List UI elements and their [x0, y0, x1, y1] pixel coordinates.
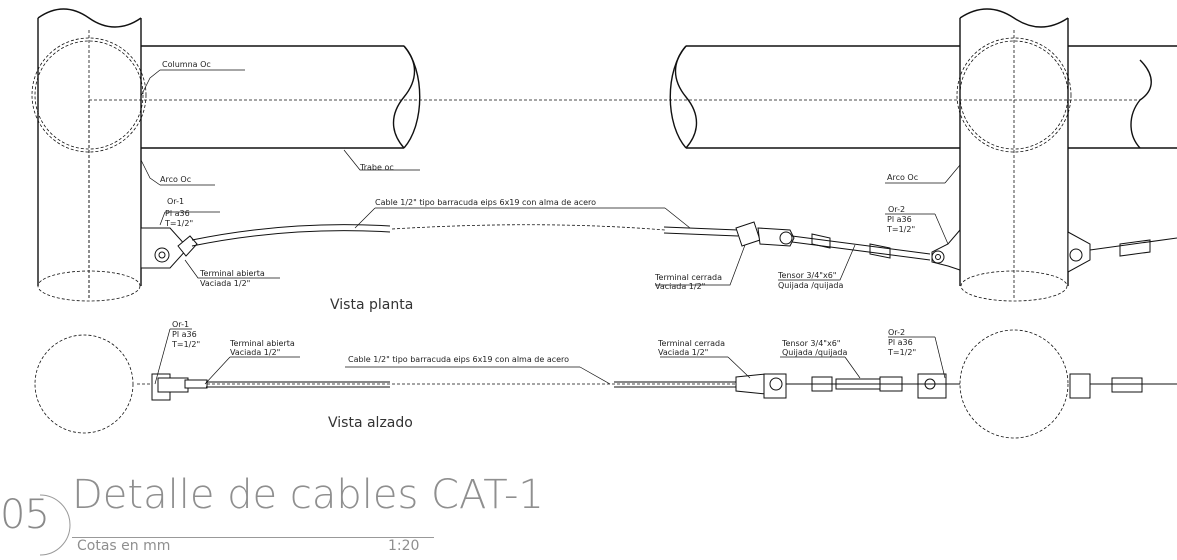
- label-pl-or2-plan: Pl a36: [887, 215, 912, 224]
- label-arco-right: Arco Oc: [887, 173, 918, 182]
- label-or1-elev: Or-1: [172, 320, 189, 329]
- label-pl-or2-elev: Pl a36: [888, 338, 913, 347]
- label-term-cerrada-elev: Terminal cerrada: [657, 339, 725, 348]
- label-arco-left: Arco Oc: [160, 175, 191, 184]
- label-pl-or1-elev: Pl a36: [172, 330, 197, 339]
- label-or2-elev: Or-2: [888, 328, 905, 337]
- label-columna: Columna Oc: [162, 60, 211, 69]
- label-pl-or1-plan: Pl a36: [165, 209, 190, 218]
- cable-detail-drawing: Columna Oc Trabe oc Arco Oc Arco Oc Cabl…: [31, 8, 1177, 439]
- detail-number: 05: [0, 492, 50, 538]
- label-or1-plan: Or-1: [167, 197, 184, 206]
- units-note: Cotas en mm: [77, 538, 171, 554]
- label-t-or2-elev: T=1/2": [887, 348, 916, 357]
- view-title-elevation: Vista alzado: [328, 415, 413, 431]
- label-term-cerrada-plan: Terminal cerrada: [654, 273, 722, 282]
- elevation: [34, 328, 1177, 439]
- label-t-or2-plan: T=1/2": [886, 225, 915, 234]
- plan-cable: [140, 221, 1177, 273]
- label-quijada-elev: Quijada /quijada: [782, 348, 848, 357]
- right-beam: [669, 45, 1177, 149]
- title-block: 05 Detalle de cables CAT-1 Cotas en mm 1…: [0, 462, 620, 556]
- label-cable-elev: Cable 1/2" tipo barracuda eips 6x19 con …: [348, 355, 569, 364]
- detail-title: Detalle de cables CAT-1: [72, 472, 544, 518]
- left-beam: [88, 45, 1140, 300]
- label-t-or1-elev: T=1/2": [171, 340, 200, 349]
- label-t-or1-plan: T=1/2": [164, 219, 193, 228]
- number-circle: [39, 494, 71, 556]
- label-or2-plan: Or-2: [888, 205, 905, 214]
- label-cable-plan: Cable 1/2" tipo barracuda eips 6x19 con …: [375, 198, 596, 207]
- label-vaciada-abierta-elev: Vaciada 1/2": [230, 348, 280, 357]
- view-title-plan: Vista planta: [330, 297, 413, 313]
- label-tensor-plan: Tensor 3/4"x6": [777, 271, 836, 280]
- label-vaciada-abierta-plan: Vaciada 1/2": [200, 279, 250, 288]
- label-tensor-elev: Tensor 3/4"x6": [781, 339, 840, 348]
- label-trabe: Trabe oc: [359, 163, 394, 172]
- title-underline: [72, 537, 434, 538]
- label-quijada-plan: Quijada /quijada: [778, 281, 844, 290]
- label-vaciada-cerrada-plan: Vaciada 1/2": [655, 282, 705, 291]
- plan-leaders: [140, 69, 961, 286]
- right-column: [956, 8, 1152, 302]
- scale-note: 1:20: [388, 538, 420, 554]
- label-vaciada-cerrada-elev: Vaciada 1/2": [658, 348, 708, 357]
- label-term-abierta-elev: Terminal abierta: [229, 339, 295, 348]
- label-term-abierta-plan: Terminal abierta: [199, 269, 265, 278]
